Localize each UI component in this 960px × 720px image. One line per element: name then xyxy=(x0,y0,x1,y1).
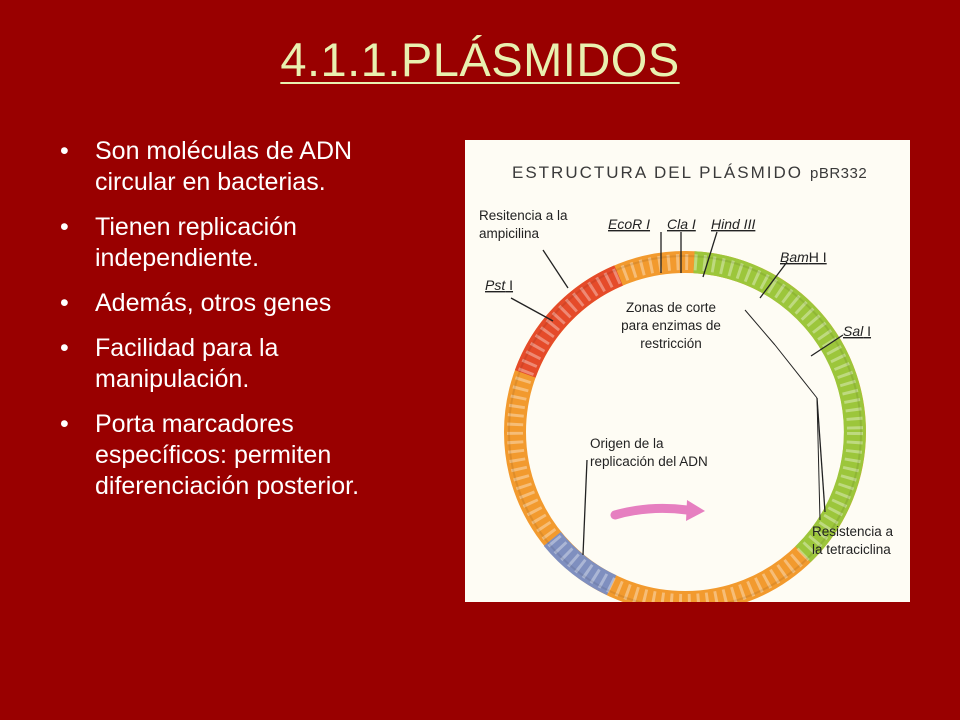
ring-outline xyxy=(508,255,862,602)
bullet-list: • Son moléculas de ADN circular en bacter… xyxy=(60,136,420,516)
leader-lines xyxy=(510,231,844,556)
bullet-dot: • xyxy=(60,410,69,438)
sal-label: Sal I xyxy=(843,323,871,339)
bullet-text: Porta marcadores específicos: permiten d… xyxy=(95,410,360,500)
cla-label: Cla I xyxy=(667,216,696,232)
tetracycline-gene-segment xyxy=(693,251,866,563)
ampicillin-label-line1: Resitencia a la xyxy=(479,208,568,223)
slide-title: 4.1.1.PLÁSMIDOS xyxy=(280,33,680,86)
ampicillin-gene-segment xyxy=(514,265,624,378)
bullet-item: • Además, otros genes xyxy=(60,288,420,319)
bullet-text: Tienen replicación independiente. xyxy=(95,213,297,272)
bamh-label: BamH I xyxy=(780,249,827,265)
bullet-text: Facilidad para la manipulación. xyxy=(95,334,279,393)
hind-label: Hind III xyxy=(711,216,755,232)
replication-arrow xyxy=(610,503,692,520)
bullet-text: Además, otros genes xyxy=(95,289,332,317)
tetracycline-label-line1: Resistencia a xyxy=(812,524,894,539)
zones-label-line1: Zonas de corte xyxy=(626,300,716,315)
zones-label-line2: para enzimas de xyxy=(621,318,721,333)
bullet-dot: • xyxy=(60,137,69,165)
origin-label-line1: Origen de la xyxy=(590,436,664,451)
tetracycline-label-line2: la tetraciclina xyxy=(812,542,891,557)
zones-label-line3: restricción xyxy=(640,336,702,351)
bullet-item: • Tienen replicación independiente. xyxy=(60,212,420,274)
ecor-label: EcoR I xyxy=(608,216,650,232)
bullet-dot: • xyxy=(60,289,69,317)
origin-label-line2: replicación del ADN xyxy=(590,454,708,469)
bullet-item: • Porta marcadores específicos: permiten … xyxy=(60,409,420,502)
bullet-text: Son moléculas de ADN circular en bacteri… xyxy=(95,137,353,196)
bullet-dot: • xyxy=(60,213,69,241)
origin-segment xyxy=(543,531,617,596)
ampicillin-label-line2: ampicilina xyxy=(479,226,540,241)
replication-arrow-head xyxy=(686,500,705,521)
bullet-dot: • xyxy=(60,334,69,362)
bullet-item: • Facilidad para la manipulación. xyxy=(60,333,420,395)
helix-texture xyxy=(507,254,863,602)
pst-label: Pst I xyxy=(485,277,513,293)
bullet-item: • Son moléculas de ADN circular en bacter… xyxy=(60,136,420,198)
